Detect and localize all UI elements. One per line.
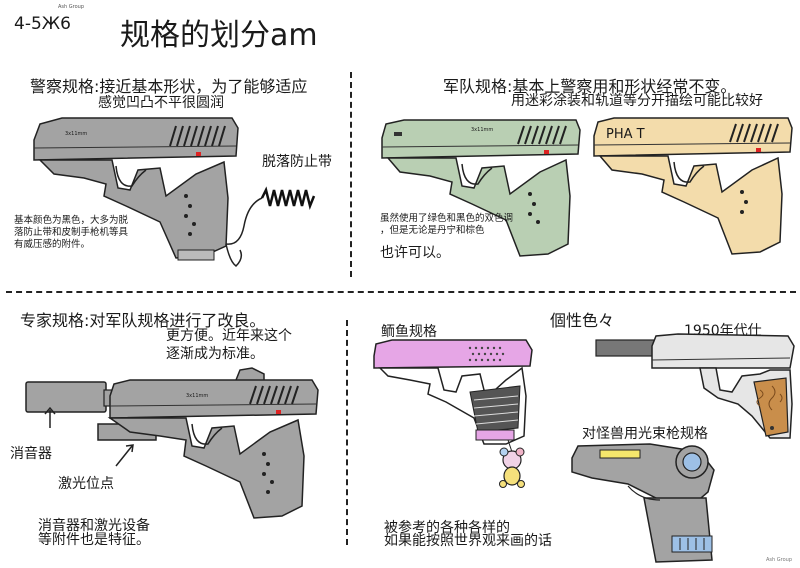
- expert-gun-marking: 3x11mm: [186, 393, 209, 399]
- police-gun-marking: 3x11mm: [65, 131, 88, 137]
- police-note-3: 有威压感的附件。: [14, 239, 91, 250]
- vertical-divider-top: [350, 72, 352, 277]
- signature: Ash Group: [766, 557, 793, 563]
- horizontal-divider: [6, 291, 796, 293]
- police-note-2: 落防止带和皮制手枪机等具: [14, 227, 129, 238]
- laser-label: 激光位点: [58, 476, 114, 492]
- military-gun-marking: 3x11mm: [471, 127, 494, 133]
- custom-note-2: 如果能按照世界观来画的话: [384, 533, 552, 549]
- custom-heading: 個性色々: [550, 311, 615, 330]
- expert-heading-3: 逐渐成为标准。: [166, 346, 264, 362]
- monster-beam-label: 对怪兽用光束枪规格: [582, 426, 708, 442]
- tan-gun-marking: PHA T: [606, 127, 645, 142]
- expert-heading-2: 更方便。近年来这个: [166, 328, 292, 344]
- police-heading: 警察规格:接近基本形状，为了能够适应: [30, 77, 308, 96]
- military-note-1: 虽然使用了绿色和黑色的双色调: [380, 213, 514, 224]
- expert-heading: 专家规格:对军队规格进行了改良。: [20, 311, 266, 330]
- suppressor-label: 消音器: [10, 446, 52, 462]
- police-heading-2: 感觉凹凸不平很圆润: [98, 95, 224, 111]
- expert-note-1: 消音器和激光设备: [38, 518, 150, 534]
- police-strap-label: 脱落防止带: [262, 154, 332, 170]
- military-note-3: 也许可以。: [380, 245, 450, 261]
- military-note-2: ，但是无论是丹宁和棕色: [380, 225, 485, 236]
- page-number: 4-5Ж6: [14, 14, 71, 34]
- military-heading-2: 用迷彩涂装和轨道等分开描绘可能比较好: [511, 93, 763, 109]
- expert-note-2: 等附件也是特征。: [38, 532, 150, 548]
- page-title: 规格的划分am: [120, 18, 318, 53]
- custom-note-1: 被参考的各种各样的: [384, 520, 510, 536]
- vertical-divider-bottom: [346, 320, 348, 545]
- corner-note: Ash Group: [58, 4, 85, 10]
- squid-label: 鲕鱼规格: [381, 324, 437, 340]
- police-note-1: 基本颜色为黑色，大多为脱: [14, 215, 129, 226]
- military-heading: 军队规格:基本上警察用和形状经常不变。: [443, 77, 737, 96]
